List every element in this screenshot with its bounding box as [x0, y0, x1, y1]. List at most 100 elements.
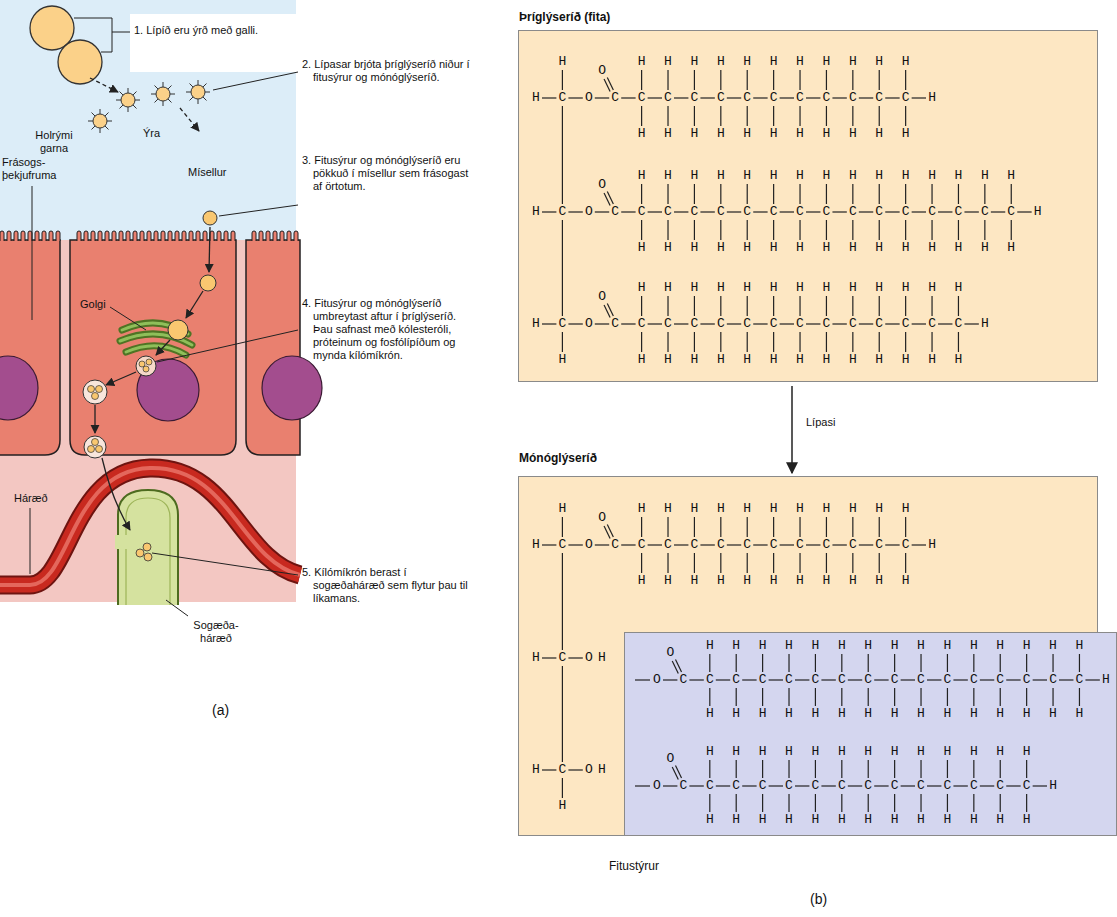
- atom-row: H: [559, 55, 572, 69]
- microvillus: [21, 231, 25, 241]
- microvillus: [133, 231, 137, 241]
- callout-text: 2. Lípasar brjóta þríglýseríð niður í fi…: [302, 58, 478, 84]
- bile-spike: [190, 84, 194, 88]
- bracket: [74, 18, 130, 52]
- microvillus: [294, 231, 298, 241]
- bile-spike: [100, 128, 101, 133]
- microvillus: [259, 231, 263, 241]
- bile-spike: [198, 80, 199, 85]
- atom-row: O: [667, 752, 680, 766]
- nucleus: [0, 356, 38, 420]
- microvillus: [217, 231, 221, 241]
- flow-arrow: [156, 340, 170, 355]
- micelle: [203, 211, 217, 225]
- atom-row: H H H H H H H H H H H H H H H: [638, 241, 1021, 255]
- bile-spike: [92, 126, 96, 130]
- atom-row: H H H H H H H H H H H: [638, 127, 915, 141]
- bile-spike: [186, 92, 191, 93]
- leader-line: [30, 508, 31, 574]
- atom-row: O: [598, 290, 611, 304]
- bile-spike: [88, 121, 93, 122]
- lumen: [0, 0, 296, 245]
- microvillus: [175, 231, 179, 241]
- microvillus: [273, 231, 277, 241]
- callout-text: 4. Fitusýrur og mónóglýseríð umbreytast …: [302, 297, 478, 362]
- atom-row: H C O C C C C C C C C C C C C H: [532, 91, 941, 105]
- bile-spike: [135, 100, 140, 101]
- bile-spike: [116, 100, 121, 101]
- bile-spike: [120, 92, 124, 96]
- microvillus: [7, 231, 11, 241]
- atom-row: H: [559, 502, 572, 516]
- part-label: Sogæða- háræð: [184, 619, 248, 645]
- emulsion-droplets: [88, 80, 210, 133]
- bile-spike: [163, 101, 164, 106]
- leader-line: [157, 330, 298, 362]
- microvillus: [189, 231, 193, 241]
- atom-row: O C C C C C C C C C C C C C C H: [653, 779, 1062, 793]
- bile-spike: [190, 97, 194, 101]
- lymph-opening: [115, 535, 129, 549]
- flow-arrow: [209, 227, 210, 272]
- emulsion-droplet: [121, 93, 135, 107]
- atom-row: O: [598, 64, 611, 78]
- microvillus: [182, 231, 186, 241]
- cell: [0, 240, 60, 455]
- microvillus: [49, 231, 53, 241]
- callout-text: 1. Lípíð eru ýrð með galli.: [134, 24, 296, 37]
- part-label: Háræð: [14, 492, 48, 505]
- emulsion-droplet: [156, 87, 170, 101]
- atom-row: H C O C C C C C C C C C C C C H: [532, 538, 941, 552]
- atom-row: H: [559, 799, 572, 813]
- chylomicron: [143, 543, 151, 551]
- vesicles: [83, 211, 217, 458]
- node-heading: Þríglýseríð (fita): [519, 10, 610, 24]
- lymph-inner: [126, 498, 170, 605]
- nuclei: [0, 356, 322, 421]
- microvillus: [126, 231, 130, 241]
- microvillus: [154, 231, 158, 241]
- bile-spike: [170, 94, 175, 95]
- microvillus: [91, 231, 95, 241]
- atom-row: H H H H H H H H H H H: [638, 502, 915, 516]
- flow-arrow: [102, 458, 130, 530]
- bile-spike: [168, 99, 172, 103]
- part-label: Mísellur: [188, 166, 227, 179]
- microvillus: [56, 231, 60, 241]
- node-heading: Mónóglýseríð: [519, 451, 597, 465]
- microvillus: [252, 231, 256, 241]
- nucleus: [262, 356, 322, 420]
- node-heading: Fitustýrur: [609, 859, 659, 873]
- leader-line: [110, 307, 146, 330]
- cell: [246, 240, 300, 455]
- micelle: [200, 275, 216, 291]
- bile-spike: [105, 126, 109, 130]
- cell: [70, 240, 236, 455]
- bile-spike: [168, 86, 172, 90]
- atom-row: H H H H H H H H H H H H H H H: [706, 707, 1089, 721]
- microvillus: [42, 231, 46, 241]
- microvillus: [112, 231, 116, 241]
- bile-spike: [198, 99, 199, 104]
- chylomicrons: [88, 359, 153, 453]
- leader-line: [32, 186, 33, 320]
- microvillus: [161, 231, 165, 241]
- leader-line: [219, 205, 298, 216]
- bile-spike: [107, 121, 112, 122]
- bile-spike: [105, 113, 109, 117]
- microvillus: [196, 231, 200, 241]
- bile-spike: [100, 109, 101, 114]
- microvillus: [280, 231, 284, 241]
- atom-row: H C O C C C C C C C C C C C C C C C C H: [532, 205, 1047, 219]
- atom-row: H H H H H H H H H H H H H H H: [638, 169, 1021, 183]
- vesicle: [136, 356, 156, 376]
- atom-row: H C O C C C C C C C C C C C C C C H: [532, 317, 994, 331]
- microvillus: [98, 231, 102, 241]
- atom-row: H H H H H H H H H H H H H: [638, 281, 968, 295]
- microvillus: [210, 231, 214, 241]
- part-label: (a): [212, 704, 229, 717]
- bile-spike: [163, 82, 164, 87]
- flow-arrow: [94, 405, 95, 433]
- microvillus: [77, 231, 81, 241]
